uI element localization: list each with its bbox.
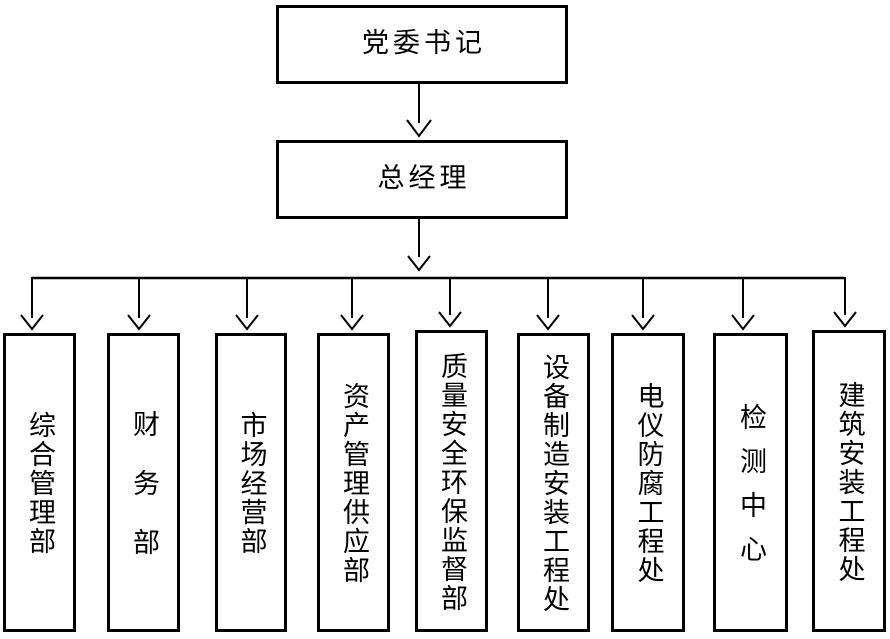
department-label: 检测中心: [735, 403, 766, 579]
department-label: 建筑安装工程处: [833, 380, 865, 584]
connector-arrow-branch-2: [127, 277, 151, 331]
department-box-general-management: 综合管理部: [3, 333, 76, 632]
connector-arrow-top: [406, 84, 432, 138]
department-label: 综合管理部: [24, 411, 55, 556]
department-label: 设备制造安装工程处: [538, 353, 569, 614]
department-box-finance: 财务部: [107, 333, 180, 632]
department-label: 市场经营部: [235, 411, 267, 556]
general-manager-label: 总经理: [377, 163, 471, 195]
department-label: 资产管理供应部: [338, 382, 369, 585]
connector-arrow-branch-3: [235, 277, 259, 331]
department-box-quality-safety-environment-supervision: 质量安全环保监督部: [415, 330, 488, 632]
connector-arrow-branch-8: [731, 277, 755, 331]
department-box-asset-management-supply: 资产管理供应部: [317, 333, 390, 632]
party-secretary-label: 党委书记: [362, 28, 486, 60]
org-box-party-secretary: 党委书记: [276, 5, 568, 84]
department-label: 财务部: [128, 410, 159, 587]
connector-arrow-branch-4: [340, 277, 364, 331]
department-box-market-operation: 市场经营部: [215, 333, 287, 632]
department-box-testing-center: 检测中心: [713, 333, 788, 632]
department-box-equipment-manufacturing-installation: 设备制造安装工程处: [517, 333, 590, 632]
connector-arrow-branch-7: [631, 277, 655, 331]
connector-arrow-branch-6: [536, 277, 560, 331]
department-label: 电仪防腐工程处: [632, 382, 664, 585]
connector-arrow-branch-5: [438, 277, 462, 328]
connector-arrow-branch-1: [20, 277, 44, 331]
connector-arrow-middle: [407, 219, 431, 272]
department-box-construction-installation: 建筑安装工程处: [812, 330, 886, 632]
department-label: 质量安全环保监督部: [436, 351, 467, 613]
org-box-general-manager: 总经理: [276, 140, 568, 219]
connector-arrow-branch-9: [833, 277, 857, 328]
department-box-electrical-instrument-anticorrosion: 电仪防腐工程处: [611, 333, 685, 632]
